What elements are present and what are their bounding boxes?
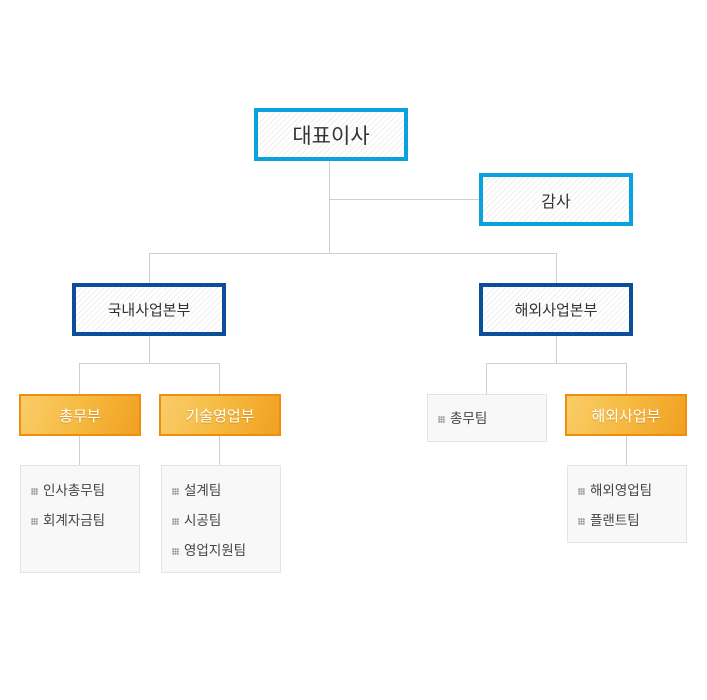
team-label: 총무팀 bbox=[450, 411, 488, 427]
bullet-icon bbox=[172, 488, 179, 495]
overseas-business-dept-box: 해외사업부 bbox=[565, 394, 687, 436]
team-label: 해외영업팀 bbox=[590, 483, 653, 499]
bullet-icon bbox=[31, 488, 38, 495]
connector-overseas-down bbox=[556, 253, 557, 285]
domestic-hq-box: 국내사업본부 bbox=[72, 283, 226, 336]
connector-overseas-horizontal bbox=[486, 363, 627, 364]
bullet-icon bbox=[578, 488, 585, 495]
team-item: 시공팀 bbox=[162, 506, 280, 536]
connector-domestic-down bbox=[149, 253, 150, 285]
general-affairs-teams-box: 인사총무팀 회계자금팀 bbox=[20, 465, 140, 573]
overseas-business-teams-box: 해외영업팀 플랜트팀 bbox=[567, 465, 687, 543]
tech-sales-dept-label: 기술영업부 bbox=[185, 406, 255, 425]
team-item: 인사총무팀 bbox=[21, 476, 139, 506]
audit-box: 감사 bbox=[479, 173, 633, 226]
team-item: 해외영업팀 bbox=[568, 476, 686, 506]
team-item: 영업지원팀 bbox=[162, 536, 280, 566]
bullet-icon bbox=[578, 518, 585, 525]
team-label: 플랜트팀 bbox=[590, 513, 640, 529]
overseas-hq-box: 해외사업본부 bbox=[479, 283, 633, 336]
ceo-label: 대표이사 bbox=[292, 123, 370, 148]
audit-label: 감사 bbox=[541, 191, 571, 211]
team-item: 총무팀 bbox=[428, 404, 546, 434]
connector-overseas-stem bbox=[556, 335, 557, 363]
connector-hq-horizontal bbox=[149, 253, 557, 254]
bullet-icon bbox=[172, 518, 179, 525]
ceo-box: 대표이사 bbox=[254, 108, 408, 161]
team-label: 시공팀 bbox=[184, 513, 222, 529]
connector-domestic-horizontal bbox=[79, 363, 220, 364]
team-item: 플랜트팀 bbox=[568, 506, 686, 536]
general-affairs-dept-box: 총무부 bbox=[19, 394, 141, 436]
overseas-business-dept-label: 해외사업부 bbox=[591, 406, 661, 425]
connector-tech-sales-teams bbox=[219, 435, 220, 465]
team-label: 인사총무팀 bbox=[43, 483, 106, 499]
connector-overseas-dept-teams bbox=[626, 435, 627, 465]
tech-sales-teams-box: 설계팀 시공팀 영업지원팀 bbox=[161, 465, 281, 573]
connector-general-team-down bbox=[486, 363, 487, 395]
bullet-icon bbox=[438, 416, 445, 423]
connector-general-affairs-teams bbox=[79, 435, 80, 465]
team-label: 설계팀 bbox=[184, 483, 222, 499]
general-affairs-dept-label: 총무부 bbox=[59, 406, 101, 425]
team-item: 회계자금팀 bbox=[21, 506, 139, 536]
team-label: 회계자금팀 bbox=[43, 513, 106, 529]
domestic-hq-label: 국내사업본부 bbox=[107, 301, 191, 319]
connector-tech-sales-down bbox=[219, 363, 220, 395]
bullet-icon bbox=[172, 548, 179, 555]
connector-overseas-dept-down bbox=[626, 363, 627, 395]
overseas-general-team-box: 총무팀 bbox=[427, 394, 547, 442]
connector-domestic-stem bbox=[149, 335, 150, 363]
team-label: 영업지원팀 bbox=[184, 543, 247, 559]
overseas-hq-label: 해외사업본부 bbox=[514, 301, 598, 319]
bullet-icon bbox=[31, 518, 38, 525]
team-item: 설계팀 bbox=[162, 476, 280, 506]
connector-audit bbox=[329, 199, 481, 200]
connector-general-affairs-down bbox=[79, 363, 80, 395]
tech-sales-dept-box: 기술영업부 bbox=[159, 394, 281, 436]
connector-ceo-vertical bbox=[329, 160, 330, 253]
